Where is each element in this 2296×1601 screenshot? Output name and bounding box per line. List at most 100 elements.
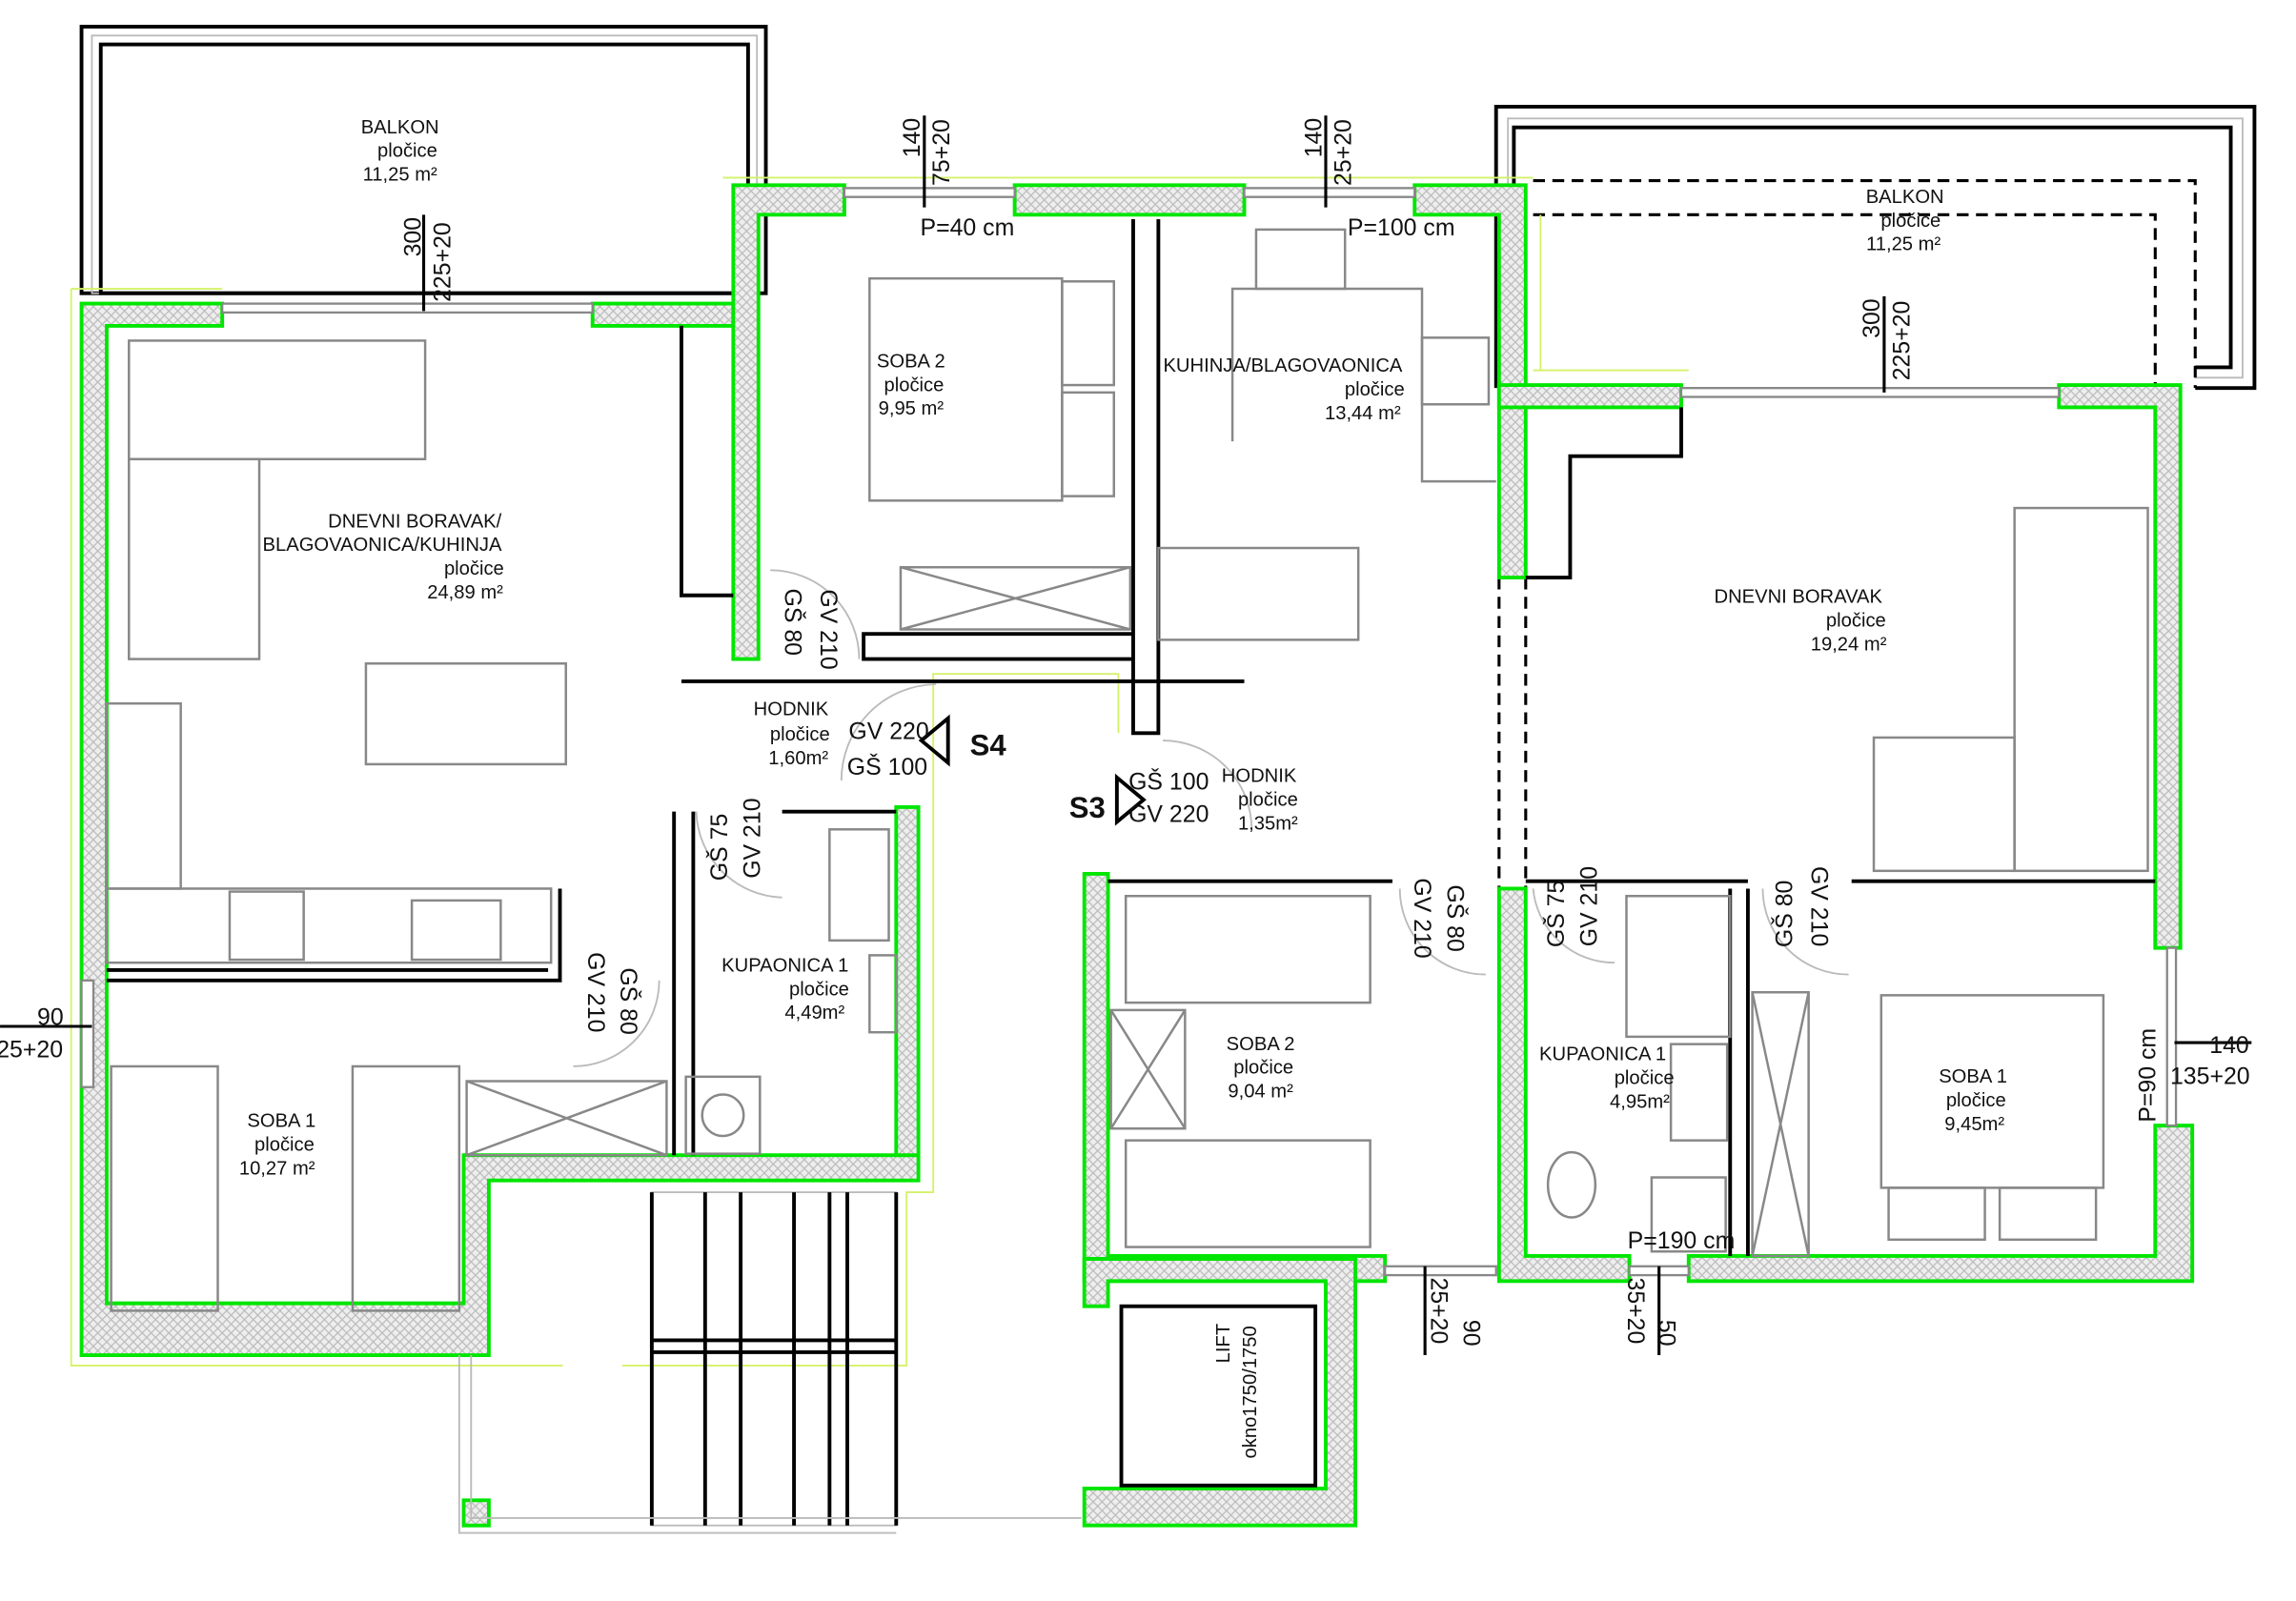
room-label-right-kuhinja: KUHINJA/BLAGOVAONICA pločice 13,44 m² bbox=[1163, 355, 1404, 424]
room-area: 19,24 m² bbox=[1811, 634, 1887, 655]
lift-shaft: okno1750/1750 bbox=[1240, 1326, 1261, 1458]
room-area: 13,44 m² bbox=[1325, 403, 1401, 424]
dim: 90 bbox=[37, 1003, 64, 1030]
room-label-left-soba2: SOBA 2 pločice 9,95 m² bbox=[877, 351, 945, 419]
outer-contour bbox=[70, 176, 1689, 1367]
room-label-right-hodnik: HODNIK pločice 1,35m² bbox=[1222, 766, 1298, 835]
room-area: 1,60m² bbox=[768, 748, 828, 769]
section-marker-s3-icon bbox=[1114, 773, 1147, 826]
dimension-labels: 300 225+20 140 75+20 P=40 cm 140 25+20 P… bbox=[0, 115, 2252, 1356]
section-label-s3: S3 bbox=[1069, 791, 1106, 824]
room-floor: pločice bbox=[1880, 211, 1940, 232]
room-label-right-kupaonica: KUPAONICA 1 pločice 4,95m² bbox=[1539, 1044, 1675, 1113]
dim: 140 bbox=[2209, 1032, 2248, 1059]
lift-name: LIFT bbox=[1213, 1324, 1234, 1364]
room-name: KUPAONICA 1 bbox=[1539, 1044, 1666, 1065]
door-dim: GV 220 bbox=[1128, 801, 1209, 828]
room-name: DNEVNI BORAVAK bbox=[1715, 587, 1883, 608]
room-floor: pločice bbox=[1233, 1058, 1293, 1079]
door-dim: GŠ 80 bbox=[615, 967, 642, 1034]
door-dim: GV 210 bbox=[815, 589, 842, 669]
room-floor: pločice bbox=[1615, 1068, 1675, 1089]
dim: P=190 cm bbox=[1628, 1227, 1736, 1254]
interior-walls bbox=[106, 219, 2156, 1256]
room-label-left-hodnik: HODNIK pločice 1,60m² bbox=[754, 699, 830, 769]
door-dim: GV 210 bbox=[1575, 866, 1602, 946]
door-dim: GŠ 80 bbox=[1771, 881, 1798, 947]
room-floor: pločice bbox=[254, 1135, 315, 1156]
room-area: 4,95m² bbox=[1610, 1091, 1670, 1112]
room-label-left-kupaonica: KUPAONICA 1 pločice 4,49m² bbox=[721, 956, 849, 1024]
room-floor: pločice bbox=[884, 375, 945, 395]
door-dim: GŠ 100 bbox=[1128, 767, 1209, 795]
room-floor: pločice bbox=[770, 724, 830, 745]
room-area: 9,04 m² bbox=[1228, 1082, 1293, 1103]
room-floor: pločice bbox=[1238, 789, 1298, 810]
room-name: HODNIK bbox=[1222, 766, 1297, 787]
room-area: 11,25 m² bbox=[1866, 234, 1940, 255]
door-dim: GV 210 bbox=[1409, 878, 1435, 958]
door-dim: GŠ 80 bbox=[1441, 884, 1469, 951]
room-label-right-soba1: SOBA 1 pločice 9,45m² bbox=[1939, 1066, 2007, 1135]
door-dim: GŠ 100 bbox=[847, 753, 927, 780]
room-area: 1,35m² bbox=[1238, 813, 1298, 834]
dim: 35+20 bbox=[1622, 1277, 1649, 1344]
room-label-right-soba2: SOBA 2 pločice 9,04 m² bbox=[1227, 1034, 1295, 1103]
room-label-right-living: DNEVNI BORAVAK pločice 19,24 m² bbox=[1715, 587, 1887, 656]
room-floor: pločice bbox=[1946, 1090, 2006, 1111]
dim: 25+20 bbox=[1425, 1277, 1452, 1344]
room-area: 9,95 m² bbox=[879, 398, 945, 419]
room-name: SOBA 2 bbox=[877, 351, 945, 372]
section-marker-s4-icon bbox=[918, 714, 950, 767]
room-label-left-soba1: SOBA 1 pločice 10,27 m² bbox=[239, 1111, 315, 1180]
door-dim: GV 210 bbox=[739, 798, 765, 878]
door-dim: GŠ 80 bbox=[780, 588, 807, 655]
dim: 140 bbox=[1300, 118, 1327, 157]
room-label-right-balkon: BALKON pločice 11,25 m² bbox=[1866, 187, 1944, 255]
room-name: DNEVNI BORAVAK/ bbox=[328, 511, 501, 532]
room-area: 9,45m² bbox=[1944, 1114, 2004, 1135]
dim: P=90 cm bbox=[2134, 1028, 2161, 1123]
dim: P=40 cm bbox=[920, 214, 1014, 241]
dim: 300 bbox=[1859, 298, 1885, 337]
door-dim: GV 220 bbox=[848, 719, 928, 745]
room-floor: pločice bbox=[1826, 610, 1886, 631]
door-labels: GŠ 80 GV 210 GV 220 GŠ 100 GŠ 75 GV 210 … bbox=[582, 588, 1833, 1034]
room-area: 10,27 m² bbox=[239, 1158, 315, 1179]
right-balcony-outline bbox=[1493, 104, 2257, 948]
door-dim: GŠ 75 bbox=[1542, 881, 1570, 947]
dim: 300 bbox=[399, 217, 426, 256]
dim: P=100 cm bbox=[1348, 214, 1455, 241]
dim: 135+20 bbox=[2170, 1064, 2250, 1090]
room-name: SOBA 1 bbox=[1939, 1066, 2007, 1087]
room-floor: pločice bbox=[789, 979, 849, 1000]
section-label-s4: S4 bbox=[970, 729, 1007, 762]
door-swings bbox=[573, 569, 1849, 1067]
door-dim: GV 210 bbox=[1806, 866, 1833, 946]
dim: 50 bbox=[1654, 1320, 1680, 1347]
room-floor: pločice bbox=[444, 558, 504, 579]
staircase bbox=[457, 1191, 1082, 1534]
room-label-left-balkon: BALKON pločice 11,25 m² bbox=[361, 117, 439, 186]
room-name: SOBA 1 bbox=[247, 1111, 315, 1132]
room-name: KUHINJA/BLAGOVAONICA bbox=[1163, 355, 1402, 376]
dim: 90 bbox=[1458, 1320, 1485, 1347]
room-area: 4,49m² bbox=[784, 1003, 844, 1023]
lift-cabin bbox=[1119, 1304, 1318, 1488]
room-area: 24,89 m² bbox=[427, 582, 503, 603]
room-name: BALKON bbox=[361, 117, 439, 138]
room-floor: pločice bbox=[1345, 379, 1405, 400]
room-name: SOBA 2 bbox=[1227, 1034, 1295, 1055]
dim: 25+20 bbox=[0, 1037, 63, 1064]
door-dim: GŠ 75 bbox=[705, 814, 733, 881]
dim: 25+20 bbox=[1330, 119, 1356, 186]
room-name: BLAGOVAONICA/KUHINJA bbox=[263, 535, 502, 556]
windows bbox=[80, 187, 2178, 1277]
room-floor: pločice bbox=[377, 141, 437, 162]
dim: 140 bbox=[899, 118, 925, 157]
dim: 225+20 bbox=[1888, 301, 1915, 381]
dim: 225+20 bbox=[430, 222, 457, 302]
room-label-left-living: DNEVNI BORAVAK/ BLAGOVAONICA/KUHINJA plo… bbox=[263, 511, 504, 603]
room-name: HODNIK bbox=[754, 699, 829, 720]
